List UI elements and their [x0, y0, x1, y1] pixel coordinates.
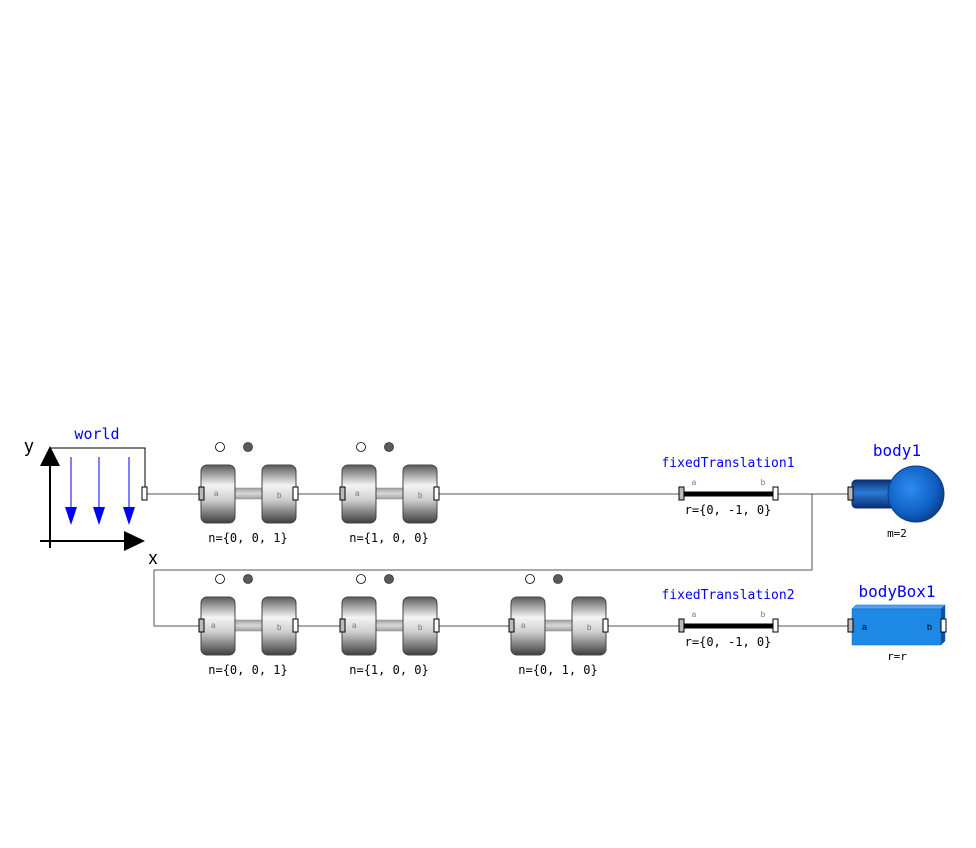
body-mass-label: m=2 [887, 527, 907, 540]
frame-b-port[interactable] [772, 618, 779, 633]
frame-b-port[interactable] [940, 618, 947, 633]
world-frame [50, 447, 146, 488]
box-top-face [851, 604, 946, 610]
box-front-face [851, 608, 942, 646]
axis-flange-indicator [243, 442, 253, 452]
port-a-label: a [692, 610, 697, 619]
frame-b-port[interactable] [433, 618, 440, 633]
port-b-label: b [418, 623, 423, 632]
port-a-label: a [211, 621, 216, 630]
port-a-label: a [352, 621, 357, 630]
x-axis-label: x [149, 548, 158, 568]
port-a-label: a [214, 489, 219, 498]
axis-support-indicator [356, 442, 366, 452]
revolute-axis-label: n={0, 1, 0} [518, 663, 597, 677]
connection-line[interactable] [153, 494, 813, 627]
frame-a-port[interactable] [847, 486, 854, 501]
port-a-label: a [355, 489, 360, 498]
revolute-shaft [541, 619, 577, 632]
revolute-axis-label: n={0, 0, 1} [208, 663, 287, 677]
axis-flange-indicator [384, 574, 394, 584]
y-axis-arrowhead [40, 446, 60, 466]
revolute-row1-1[interactable]: a b n={0, 0, 1} [198, 442, 299, 546]
frame-a-port[interactable] [339, 618, 346, 633]
axis-flange-indicator [384, 442, 394, 452]
port-b-label: b [418, 491, 423, 500]
frame-a-port[interactable] [678, 486, 685, 501]
port-b-label: b [761, 478, 766, 487]
frame-b-port[interactable] [433, 486, 440, 501]
frame-a-port[interactable] [198, 486, 205, 501]
revolute-row2-3[interactable]: a b n={0, 1, 0} [508, 574, 609, 678]
bodybox-param-label: r=r [887, 650, 907, 663]
port-b-label: b [587, 623, 592, 632]
axis-support-indicator [215, 442, 225, 452]
fixed-translation-2-label: fixedTranslation2 [661, 588, 794, 603]
revolute-axis-label: n={1, 0, 0} [349, 663, 428, 677]
revolute-row1-2[interactable]: a b n={1, 0, 0} [339, 442, 440, 546]
world-frame-b-port[interactable] [141, 486, 148, 501]
axis-support-indicator [215, 574, 225, 584]
translation-param-label: r={0, -1, 0} [685, 635, 772, 649]
body1-component[interactable]: body1 m=2 [847, 441, 945, 540]
body1-label: body1 [873, 441, 921, 460]
port-b-label: b [761, 610, 766, 619]
world-label: world [74, 425, 119, 443]
revolute-shaft [372, 619, 408, 632]
translation-param-label: r={0, -1, 0} [685, 503, 772, 517]
port-b-label: b [277, 623, 282, 632]
revolute-row2-1[interactable]: a b n={0, 0, 1} [198, 574, 299, 678]
revolute-drum-a [341, 596, 377, 656]
world-component[interactable]: world y x [25, 425, 158, 568]
y-axis-label: y [25, 436, 34, 456]
revolute-axis-label: n={1, 0, 0} [349, 531, 428, 545]
revolute-drum-a [510, 596, 546, 656]
bodybox1-component[interactable]: bodyBox1 a b r=r [847, 582, 947, 663]
frame-a-port[interactable] [508, 618, 515, 633]
port-b-label: b [277, 491, 282, 500]
gravity-arrow-head [65, 507, 77, 525]
gravity-arrow-head [93, 507, 105, 525]
port-a-label: a [521, 621, 526, 630]
frame-b-port[interactable] [602, 618, 609, 633]
frame-b-port[interactable] [772, 486, 779, 501]
connections [147, 493, 848, 627]
frame-a-port[interactable] [678, 618, 685, 633]
axis-flange-indicator [553, 574, 563, 584]
frame-b-port[interactable] [292, 618, 299, 633]
x-axis-arrowhead [124, 531, 145, 551]
port-a-label: a [862, 622, 867, 632]
revolute-axis-label: n={0, 0, 1} [208, 531, 287, 545]
fixed-translation-1[interactable]: fixedTranslation1 a b r={0, -1, 0} [661, 456, 794, 517]
frame-a-port[interactable] [339, 486, 346, 501]
revolute-shaft [231, 619, 267, 632]
fixed-translation-1-label: fixedTranslation1 [661, 456, 794, 471]
axis-support-indicator [525, 574, 535, 584]
axis-flange-indicator [243, 574, 253, 584]
axis-support-indicator [356, 574, 366, 584]
fixed-translation-2[interactable]: fixedTranslation2 a b r={0, -1, 0} [661, 588, 794, 649]
port-a-label: a [692, 478, 697, 487]
frame-a-port[interactable] [847, 618, 854, 633]
bodybox1-label: bodyBox1 [858, 582, 935, 601]
frame-a-port[interactable] [198, 618, 205, 633]
gravity-arrows [65, 457, 135, 525]
revolute-drum-a [200, 596, 236, 656]
frame-b-port[interactable] [292, 486, 299, 501]
body-sphere [887, 465, 945, 523]
revolute-row2-2[interactable]: a b n={1, 0, 0} [339, 574, 440, 678]
gravity-arrow-head [123, 507, 135, 525]
port-b-label: b [927, 622, 932, 632]
revolute-shaft [231, 487, 267, 500]
revolute-shaft [372, 487, 408, 500]
